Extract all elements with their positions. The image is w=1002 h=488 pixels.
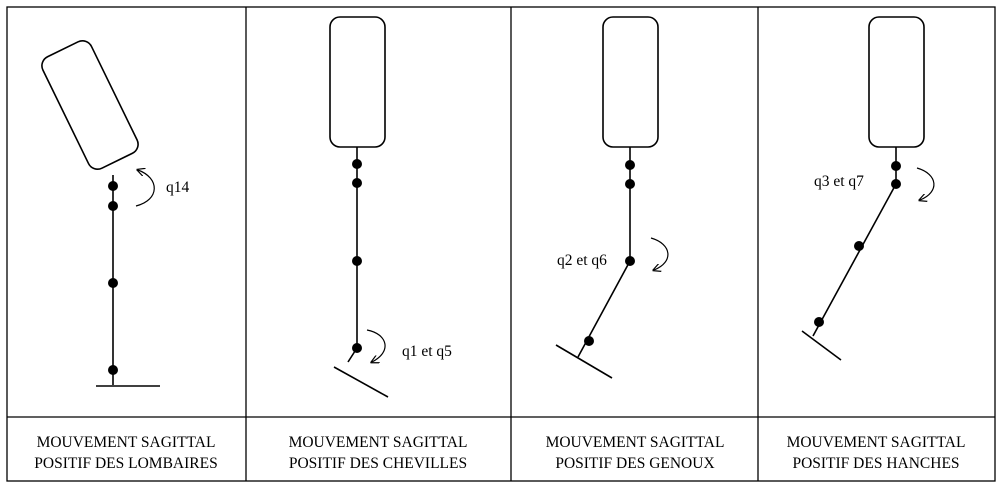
hip-joint — [891, 179, 901, 189]
knee-joint — [108, 278, 118, 288]
caption-line-1: MOUVEMENT SAGITTAL — [546, 434, 725, 451]
joint-label-q3-q7: q3 et q7 — [814, 173, 864, 190]
caption-line-2: POSITIF DES HANCHES — [792, 455, 959, 472]
joint-label-q14: q14 — [166, 179, 190, 196]
ankle-joint — [352, 343, 362, 353]
caption-line-2: POSITIF DES CHEVILLES — [289, 455, 467, 472]
lumbar-joint — [352, 159, 362, 169]
joint-label-q2-q6: q2 et q6 — [557, 252, 607, 269]
rotation-arrow — [136, 170, 155, 207]
lumbar-joint — [625, 160, 635, 170]
hip-joint — [352, 178, 362, 188]
table-grid — [6, 6, 996, 482]
knee-joint — [854, 241, 864, 251]
foot-segment — [333, 366, 389, 398]
lumbar-joint — [891, 161, 901, 171]
panel-lumbar: q14 MOUVEMENT SAGITTAL POSITIF DES LOMBA… — [34, 40, 218, 472]
leg-segment — [812, 183, 897, 337]
ankle-joint — [584, 336, 594, 346]
panel-hip: q3 et q7 MOUVEMENT SAGITTAL POSITIF DES … — [787, 16, 966, 472]
caption-line-1: MOUVEMENT SAGITTAL — [289, 434, 468, 451]
foot-segment — [801, 330, 842, 361]
trunk — [868, 16, 925, 148]
trunk — [602, 16, 659, 148]
hip-joint — [108, 201, 118, 211]
caption-line-1: MOUVEMENT SAGITTAL — [787, 434, 966, 451]
hip-joint — [625, 179, 635, 189]
knee-joint — [625, 256, 635, 266]
caption-line-2: POSITIF DES GENOUX — [555, 455, 714, 472]
caption-line-2: POSITIF DES LOMBAIRES — [34, 455, 217, 472]
foot-segment — [555, 344, 613, 379]
caption-line-1: MOUVEMENT SAGITTAL — [37, 434, 216, 451]
table-outer-border — [6, 6, 996, 482]
trunk — [329, 16, 386, 148]
rotation-arrow — [916, 167, 935, 200]
knee-joint — [352, 256, 362, 266]
rotation-arrow — [366, 329, 386, 362]
trunk-tilted — [41, 40, 139, 170]
ankle-joint — [108, 365, 118, 375]
joint-label-q1-q5: q1 et q5 — [402, 343, 452, 360]
lumbar-joint — [108, 181, 118, 191]
rotation-arrow — [650, 237, 669, 270]
panel-ankle: q1 et q5 MOUVEMENT SAGITTAL POSITIF DES … — [289, 16, 468, 472]
ankle-joint — [814, 317, 824, 327]
panel-knee: q2 et q6 MOUVEMENT SAGITTAL POSITIF DES … — [546, 16, 725, 472]
